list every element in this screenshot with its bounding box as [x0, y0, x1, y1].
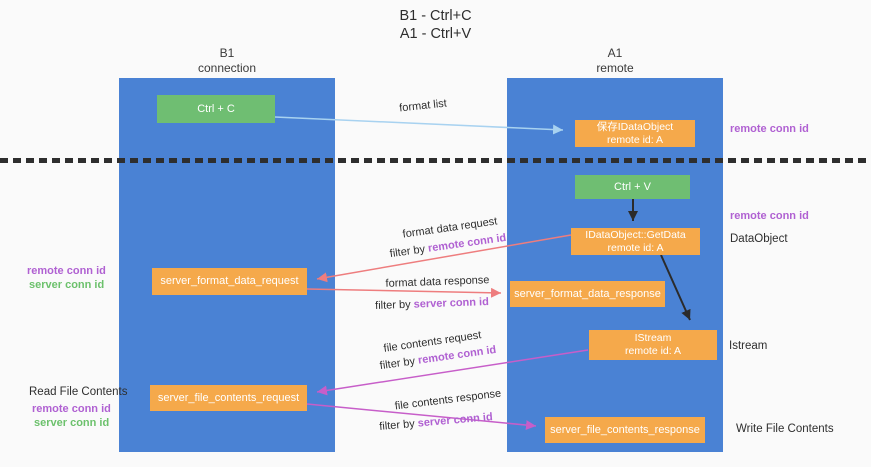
right-column-role: remote — [596, 61, 634, 75]
title-line-1: B1 - Ctrl+C — [399, 8, 472, 24]
server-format-data-request-label: server_format_data_request — [160, 275, 299, 287]
save-idataobject-box: 保存IDataObject remote id: A — [575, 120, 695, 147]
server-file-contents-response-box: server_file_contents_response — [545, 417, 705, 443]
right-column-name: A1 — [607, 46, 623, 60]
left-bottom-remote-conn-id-annotation: remote conn id — [32, 403, 111, 415]
filter-by-text: filter by — [379, 355, 416, 373]
istream-annotation: Istream — [729, 340, 768, 352]
write-file-contents-annotation: Write File Contents — [736, 423, 834, 435]
format-data-response-label: format data response — [385, 274, 490, 290]
ctrl-c-box: Ctrl + C — [157, 95, 275, 123]
server-conn-id-text: server conn id — [417, 411, 494, 430]
filter-by-text: filter by — [389, 243, 426, 261]
file-contents-response-filter-label: filter by server conn id — [376, 411, 497, 433]
left-column-name: B1 — [219, 46, 235, 60]
filter-by-text: filter by — [374, 298, 411, 312]
format-data-response-filter-label: filter by server conn id — [372, 296, 492, 312]
ctrl-v-box: Ctrl + V — [575, 175, 690, 199]
server-format-data-request-box: server_format_data_request — [152, 268, 307, 295]
idataobject-getdata-box: IDataObject::GetData remote id: A — [571, 228, 700, 255]
left-column-role: connection — [197, 61, 257, 75]
diagram-title: B1 - Ctrl+C A1 - Ctrl+V — [0, 7, 871, 43]
server-format-data-response-box: server_format_data_response — [510, 281, 665, 307]
dataobject-annotation: DataObject — [730, 233, 788, 245]
right-column-header: A1 remote — [507, 46, 723, 76]
left-remote-conn-id-annotation: remote conn id — [27, 265, 106, 277]
server-file-contents-response-label: server_file_contents_response — [550, 423, 700, 436]
phase-divider-dashed-line — [0, 158, 871, 163]
server-conn-id-text: server conn id — [413, 296, 490, 311]
istream-line2: remote id: A — [624, 345, 682, 357]
file-contents-response-label: file contents response — [394, 387, 502, 413]
getdata-line2: remote id: A — [607, 241, 664, 254]
title-line-2: A1 - Ctrl+V — [399, 26, 472, 42]
getdata-line1: IDataObject::GetData — [585, 228, 686, 241]
format-data-response-arrow — [306, 287, 502, 298]
format-list-label: format list — [398, 97, 448, 115]
server-file-contents-request-label: server_file_contents_request — [157, 391, 300, 404]
istream-box: IStream remote id: A — [589, 330, 717, 360]
left-column-header: B1 connection — [119, 46, 335, 76]
istream-line1: IStream — [634, 332, 672, 344]
save-idataobject-line2: remote id: A — [606, 133, 664, 146]
ctrl-v-label: Ctrl + V — [614, 181, 651, 193]
server-file-contents-request-box: server_file_contents_request — [150, 385, 307, 411]
read-file-contents-annotation: Read File Contents — [29, 386, 128, 398]
server-format-data-response-label: server_format_data_response — [514, 287, 661, 300]
left-bottom-server-conn-id-annotation: server conn id — [34, 417, 110, 429]
save-idataobject-line1: 保存IDataObject — [596, 120, 674, 133]
right-remote-conn-id-annotation-1: remote conn id — [730, 123, 809, 135]
filter-by-text: filter by — [378, 417, 416, 433]
ctrl-c-label: Ctrl + C — [197, 103, 235, 115]
left-server-conn-id-annotation: server conn id — [29, 279, 105, 291]
right-remote-conn-id-annotation-2: remote conn id — [730, 210, 809, 222]
